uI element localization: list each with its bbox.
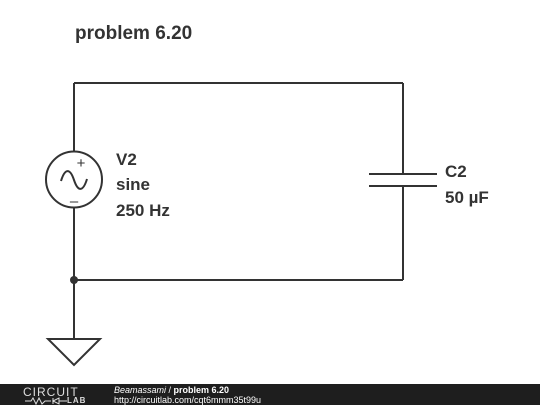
circuitlab-logo[interactable]: CIRCUIT LAB [3, 385, 103, 405]
footer-bar: CIRCUIT LAB Beamassami / problem 6.20 ht… [0, 384, 540, 405]
capacitor-name-label: C2 [445, 162, 467, 181]
source-type-label: sine [116, 175, 150, 194]
footer-separator: / [166, 385, 174, 395]
logo-resistor-icon [25, 397, 67, 405]
footer-circuit-title[interactable]: problem 6.20 [173, 385, 230, 395]
schematic-title: problem 6.20 [75, 23, 192, 44]
plus-sign: + [77, 155, 86, 172]
circuit-url-link[interactable]: http://circuitlab.com/cqt6mmm35t99u [114, 395, 262, 405]
source-frequency-label: 250 Hz [116, 201, 170, 220]
footer-info: Beamassami / problem 6.20 http://circuit… [114, 385, 261, 405]
capacitor [369, 173, 437, 187]
ground-icon [45, 338, 103, 367]
source-name-label: V2 [116, 150, 137, 169]
minus-sign: – [70, 193, 79, 210]
capacitor-value-label: 50 µF [445, 188, 489, 207]
author-link[interactable]: Beamassami [114, 385, 167, 395]
wires [73, 82, 404, 339]
junction-dot [70, 276, 78, 284]
source-circle [45, 150, 103, 209]
sine-wave-icon [60, 170, 88, 190]
sine-voltage-source: + – [45, 150, 103, 210]
circuit-schematic: problem 6.20 + – V2 sine 250 Hz C2 50 µF [45, 23, 489, 367]
logo-text-circuit: CIRCUIT [23, 385, 79, 399]
logo-text-lab: LAB [67, 396, 87, 405]
